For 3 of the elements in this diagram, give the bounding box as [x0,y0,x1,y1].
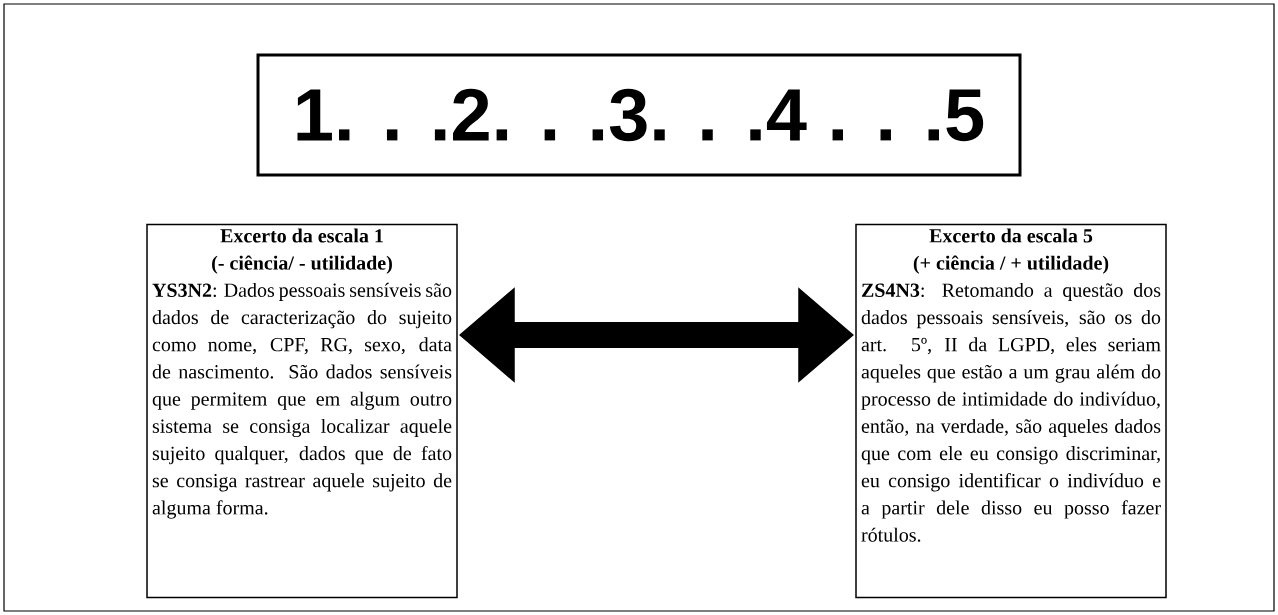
excerpt-box: Excerto da escala 5 (+ ciência / + utilidade) ZS4N3: Retomando a questão dos dados pessoais sensíveis, são os do art. 5º, II da LGPD, eles seriam aqueles que estão a um grau além do processo de intimidade do indivíduo, então, na verdade, são aqueles dados que com ele eu consigo discriminar, eu consigo identificar o indivíduo e a partir dele disso eu posso fazer rótulos. [855,223,1167,599]
scale-box: 1. . .2. . .3. . .4 . . .5 [256,53,1022,177]
excerpt-box: Excerto da escala 1 (- ciência/ - utilidade) YS3N2: Dados pessoais sensíveis são dados de caracterização do sujeito como nome, CPF, RG, sexo, data de nascimento. São dados sensíveis que permitem que em algum outro sistema se consiga localizar aquele sujeito qualquer, dados que de fato se consiga rastrear aquele sujeito de alguma forma. [146,223,458,599]
